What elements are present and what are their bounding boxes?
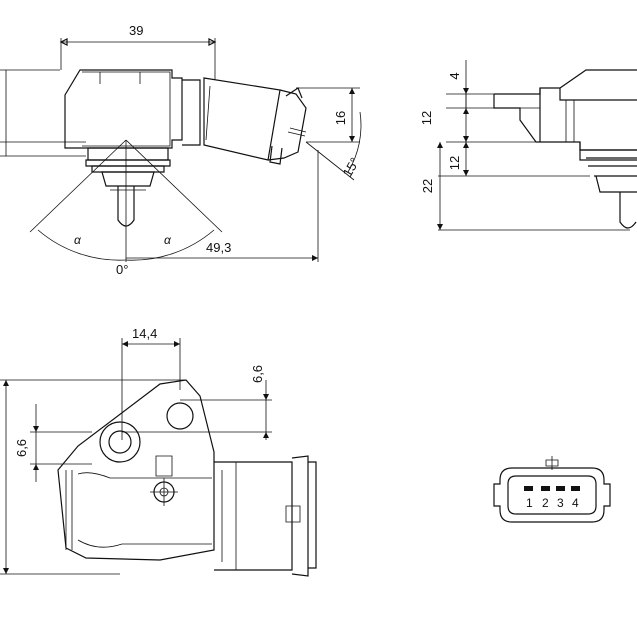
- dim-width-39: 39: [129, 23, 143, 38]
- top-view: 14,4 6,6 6,6: [0, 326, 317, 577]
- dim-top-6-6-right: 6,6: [250, 365, 265, 383]
- dim-zero-degree: 0°: [116, 262, 128, 277]
- side-view: 4 12 12 22: [419, 60, 637, 231]
- pin-label-2: 2: [542, 496, 549, 510]
- dim-reach-49-3: 49,3: [206, 240, 231, 255]
- pin-marker-3: [556, 486, 565, 491]
- dim-top-14-4: 14,4: [132, 326, 157, 341]
- pin-label-4: 4: [572, 496, 579, 510]
- pin-label-3: 3: [557, 496, 564, 510]
- dim-side-12-upper: 12: [419, 111, 434, 125]
- dim-connector-16: 16: [333, 111, 348, 125]
- connector-face: 1 2 3 4: [493, 456, 611, 523]
- dim-alpha-left: α: [74, 233, 82, 247]
- dim-side-12-lower: 12: [447, 156, 462, 170]
- pin-label-1: 1: [526, 496, 533, 510]
- dim-angle-15: 15°: [340, 155, 363, 180]
- pin-marker-1: [524, 486, 533, 491]
- dim-alpha-right: α: [164, 233, 172, 247]
- front-view: 39 16 15°: [0, 23, 362, 277]
- dim-side-22: 22: [420, 179, 435, 193]
- pin-marker-2: [541, 486, 550, 491]
- dim-top-6-6-left: 6,6: [14, 439, 29, 457]
- pin-marker-4: [571, 486, 580, 491]
- dim-side-4: 4: [447, 72, 462, 79]
